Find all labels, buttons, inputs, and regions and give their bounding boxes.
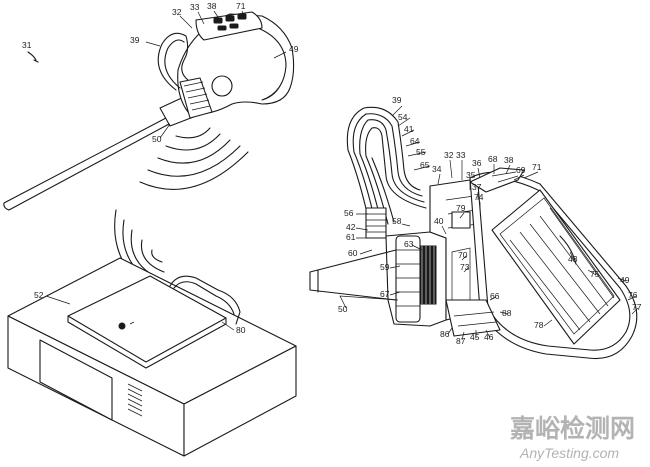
watermark-cn: 嘉峪检测网	[510, 414, 635, 443]
reference-labels: 31 39 32 33 38 71 49 50 52 80 39 54 41 6…	[22, 1, 642, 346]
label-67: 67	[380, 289, 390, 299]
label-38: 38	[207, 1, 217, 11]
label-39b: 39	[392, 95, 402, 105]
label-73: 73	[460, 262, 470, 272]
coil	[419, 245, 437, 305]
label-69: 69	[516, 165, 526, 175]
base-unit	[7, 257, 297, 457]
inner-box	[451, 211, 471, 229]
label-49: 49	[289, 44, 299, 54]
label-54: 54	[398, 112, 408, 122]
label-56: 56	[344, 208, 354, 218]
label-87: 87	[456, 336, 466, 346]
label-32: 32	[172, 7, 182, 17]
button-icon	[213, 17, 223, 24]
label-33b: 33	[456, 150, 466, 160]
button-icon	[217, 25, 227, 31]
base-right	[183, 345, 297, 457]
connector	[365, 207, 387, 239]
label-36: 36	[472, 158, 482, 168]
probe-shaft	[3, 117, 170, 211]
probe-sheath	[309, 249, 397, 301]
label-35: 35	[466, 170, 476, 180]
label-42: 42	[346, 222, 356, 232]
label-86: 86	[440, 329, 450, 339]
label-71: 71	[236, 1, 246, 11]
dock-cable	[169, 275, 241, 325]
label-39: 39	[130, 35, 140, 45]
label-70: 70	[458, 250, 468, 260]
label-88: 88	[502, 308, 512, 318]
label-34: 34	[432, 164, 442, 174]
label-60: 60	[348, 248, 358, 258]
label-58: 58	[392, 216, 402, 226]
lower-module	[445, 299, 501, 337]
label-38b: 38	[504, 155, 514, 165]
label-33: 33	[190, 2, 200, 12]
label-40: 40	[434, 216, 444, 226]
cable-bundle	[346, 106, 421, 227]
button-icon	[225, 15, 235, 22]
knob	[211, 75, 233, 97]
label-50: 50	[152, 134, 162, 144]
label-37: 37	[472, 182, 482, 192]
ref-arrow	[27, 51, 39, 63]
latch	[469, 167, 525, 193]
label-79: 79	[456, 203, 466, 213]
coupling	[179, 77, 213, 119]
label-64: 64	[410, 136, 420, 146]
inner-shell	[477, 178, 631, 351]
label-68: 68	[488, 154, 498, 164]
label-32b: 32	[444, 150, 454, 160]
label-52: 52	[34, 290, 44, 300]
indicator-light	[118, 322, 126, 330]
label-55: 55	[416, 147, 426, 157]
watermark-en: AnyTesting.com	[519, 445, 619, 461]
cable-loop-inner	[164, 39, 185, 89]
label-50b: 50	[338, 304, 348, 314]
label-65: 65	[420, 160, 430, 170]
battery-pack	[491, 189, 621, 345]
ring	[395, 235, 421, 323]
label-31: 31	[22, 40, 32, 50]
label-76: 76	[628, 290, 638, 300]
label-41: 41	[404, 124, 414, 134]
label-59: 59	[380, 262, 390, 272]
cable-loop	[157, 32, 189, 91]
vent-slots	[127, 383, 143, 417]
label-78: 78	[534, 320, 544, 330]
label-77: 77	[632, 302, 642, 312]
handheld-device	[3, 11, 295, 211]
label-45: 45	[470, 332, 480, 342]
label-63: 63	[404, 239, 414, 249]
label-61: 61	[346, 232, 356, 242]
display-screen	[39, 339, 113, 421]
watermark: 嘉峪检测网 AnyTesting.com	[510, 414, 635, 461]
label-71b: 71	[532, 162, 542, 172]
label-66: 66	[490, 291, 500, 301]
button-icon	[229, 23, 239, 29]
device-rear	[257, 27, 287, 101]
label-43: 43	[568, 254, 578, 264]
label-49b: 49	[620, 275, 630, 285]
label-46: 46	[484, 332, 494, 342]
wireless-waves-upper	[139, 127, 249, 190]
button-icon	[237, 13, 247, 20]
label-74: 74	[474, 192, 484, 202]
section-view	[309, 106, 638, 360]
leader-lines	[339, 105, 639, 341]
label-80: 80	[236, 325, 246, 335]
